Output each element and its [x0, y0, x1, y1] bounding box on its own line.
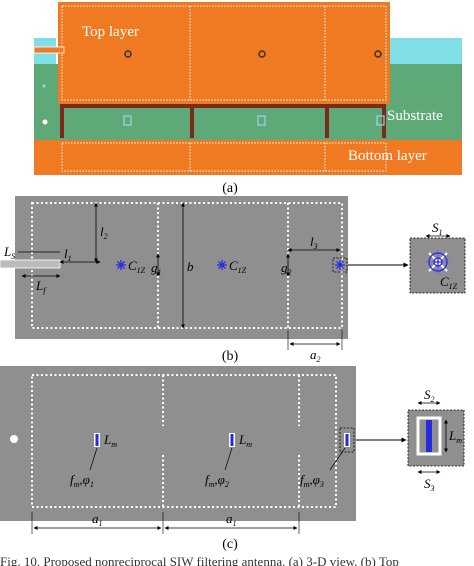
svg-text:a2: a2 [310, 347, 321, 364]
svg-text:C1Z: C1Z [229, 258, 247, 275]
label-a2: a [310, 347, 317, 362]
csrr-icon [116, 260, 345, 270]
panel-c-bottom-view: Lm Lm Lm fm,φ1 fm,φ2 fm,φ3 a1 a1 S2 S3 (… [0, 366, 465, 552]
label-S2: S [424, 387, 431, 402]
board-c [0, 366, 356, 521]
via-outline-c [31, 374, 337, 508]
svg-text:S2: S2 [424, 387, 435, 404]
svg-text:S1: S1 [432, 220, 443, 237]
label-bottom-layer: Bottom layer [348, 148, 427, 164]
svg-text:a1: a1 [92, 511, 103, 528]
label-g1: g [151, 260, 158, 275]
panel-a-3d-view: Top layer Substrate Bottom layer (a) [33, 0, 462, 196]
top-copper-layer [58, 2, 390, 104]
feed-line [33, 46, 65, 54]
svg-text:l1: l1 [64, 246, 72, 263]
label-C1: C [128, 258, 137, 273]
label-C2: C [229, 258, 238, 273]
label-Ls: L [3, 244, 11, 259]
svg-text:a1: a1 [226, 511, 237, 528]
label-S3: S [424, 476, 431, 491]
svg-text:l3: l3 [310, 234, 318, 251]
caption-c: (c) [222, 537, 238, 552]
label-Lm1: L [103, 432, 111, 447]
board-b [15, 196, 348, 339]
label-Lm2: L [238, 432, 246, 447]
svg-text:g1: g1 [151, 260, 162, 277]
svg-text:S3: S3 [424, 476, 435, 493]
caption-a: (a) [222, 181, 238, 196]
label-fm-phi3: fm,φ3 [300, 472, 324, 489]
label-C3: C [440, 274, 449, 289]
bottom-copper-layer [34, 140, 462, 175]
label-l3: l [310, 234, 314, 249]
svg-text:C1Z: C1Z [440, 274, 458, 291]
svg-text:C1Z: C1Z [128, 258, 146, 275]
figure-caption: Fig. 10. Proposed nonreciprocal SIW filt… [0, 554, 399, 566]
label-fm-phi1: fm,φ1 [70, 472, 94, 489]
caption-b: (b) [222, 349, 239, 364]
probe-hole [10, 435, 18, 443]
svg-text:Lm: Lm [448, 428, 462, 445]
slot-icon [94, 433, 350, 447]
svg-text:l2: l2 [100, 224, 108, 241]
label-g2: g [281, 260, 288, 275]
label-a1-right: a [226, 511, 233, 526]
svg-text:Lm: Lm [238, 432, 252, 449]
label-b: b [187, 259, 194, 274]
label-S1: S [432, 220, 439, 235]
csrr-zoom-icon [426, 250, 450, 274]
label-top-layer: Top layer [82, 24, 139, 40]
panel-b-top-view: LS Lf l1 l2 C1Z g1 b C1Z g2 l3 a2 S1 C1Z… [0, 196, 466, 364]
svg-text:Lm: Lm [103, 432, 117, 449]
label-Lf: L [35, 278, 43, 293]
substrate-hole [42, 119, 48, 125]
label-l1: l [64, 246, 68, 261]
label-a1-left: a [92, 511, 99, 526]
label-l2: l [100, 224, 104, 239]
svg-text:g2: g2 [281, 260, 292, 277]
label-substrate: Substrate [387, 108, 443, 124]
svg-text:Lf: Lf [35, 278, 47, 295]
label-fm-phi2: fm,φ2 [205, 472, 229, 489]
label-Lm3: L [448, 428, 456, 443]
cyan-region-right [390, 38, 462, 64]
feed-line-b [0, 259, 61, 269]
svg-text:LS: LS [3, 244, 15, 261]
